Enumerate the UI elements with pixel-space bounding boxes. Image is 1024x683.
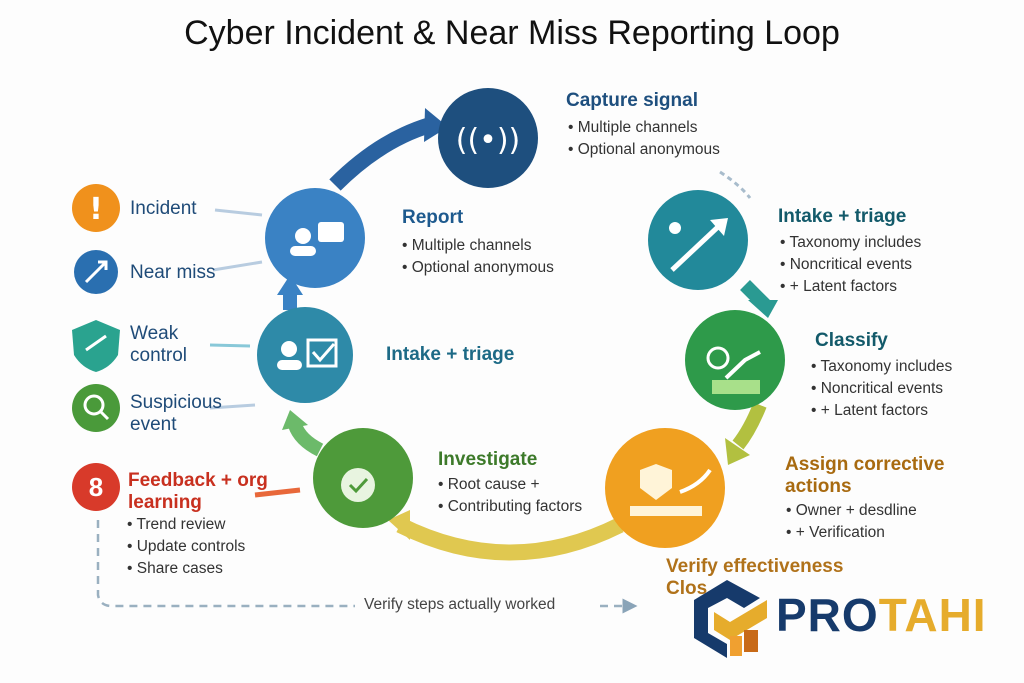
bullet: Root cause + (438, 474, 582, 496)
bullet: + Latent factors (811, 400, 952, 422)
bullet: Taxonomy includes (780, 232, 921, 254)
dashed-capture-link (719, 170, 752, 199)
arrow-classify-to-assign (732, 402, 767, 450)
report-bullets: Multiple channels Optional anonymous (402, 235, 554, 279)
intake-right-bullets: Taxonomy includes Noncritical events + L… (780, 232, 921, 298)
bullet: Noncritical events (811, 378, 952, 400)
bullet: + Latent factors (780, 276, 921, 298)
capture-title: Capture signal (566, 90, 698, 111)
verify-title: Verify effectiveness (666, 556, 844, 577)
bullet: Multiple channels (402, 235, 554, 257)
input-suspicious-event-label: Suspicious event (130, 392, 222, 435)
bullet: Owner + desdline (786, 500, 917, 522)
bullet: Trend review (127, 514, 245, 536)
bullet: Noncritical events (780, 254, 921, 276)
feedback-bullets: Trend review Update controls Share cases (127, 514, 245, 580)
arrowhead (748, 300, 778, 318)
logo-text-pro: PRO (776, 589, 879, 641)
arrowhead (725, 438, 750, 465)
page-title: Cyber Incident & Near Miss Reporting Loo… (184, 14, 840, 52)
input-near-miss-label: Near miss (130, 262, 216, 283)
intake-triage-left-circle (257, 307, 353, 403)
capture-bullets: Multiple channels Optional anonymous (568, 117, 720, 161)
bullet: Multiple channels (568, 117, 720, 139)
intake-right-title: Intake + triage (778, 206, 907, 227)
verify-note: Verify steps actually worked (362, 596, 558, 614)
logo-mark-icon (694, 580, 767, 658)
svg-text:((•)): ((•)) (456, 123, 521, 158)
feedback-number-badge (72, 463, 120, 511)
arrowhead (424, 108, 448, 142)
assign-title: Assign corrective actions (785, 454, 945, 497)
bullet: Share cases (127, 558, 245, 580)
protahi-logo: PROTAHI (692, 578, 1012, 678)
intake-left-title: Intake + triage (386, 344, 515, 365)
classify-bullets: Taxonomy includes Noncritical events + L… (811, 356, 952, 422)
bullet: Optional anonymous (402, 257, 554, 279)
arrowhead (277, 275, 303, 295)
bullet: Taxonomy includes (811, 356, 952, 378)
arrow-report-to-capture (329, 117, 433, 191)
feedback-number: 8 (88, 472, 104, 502)
intake-triage-right-circle (648, 190, 748, 290)
input-incident-label: Incident (130, 198, 197, 219)
investigate-bullets: Root cause + Contributing factors (438, 474, 582, 518)
exclamation-icon (72, 184, 120, 232)
bullet: + Verification (786, 522, 917, 544)
capture-signal-circle (438, 88, 538, 188)
arrow-feedback (254, 487, 301, 498)
assign-bullets: Owner + desdline + Verification (786, 500, 917, 544)
arrow-investigate-to-intake (288, 422, 324, 457)
report-circle (265, 188, 365, 288)
svg-text:!: ! (89, 192, 103, 227)
bullet: Update controls (127, 536, 246, 558)
classify-circle (685, 310, 785, 410)
logo-text-tahi: TAHI (878, 589, 987, 641)
classify-title: Classify (815, 330, 888, 351)
dashed-verify-loop (96, 520, 630, 606)
arrowhead (282, 410, 308, 430)
shield-icon (72, 320, 120, 372)
input-weak-control-label: Weak control (130, 323, 188, 366)
report-title: Report (402, 207, 464, 228)
bullet: Optional anonymous (568, 139, 720, 161)
logo-text: PROTAHI (776, 588, 987, 642)
feedback-title: Feedback + org learning (128, 470, 268, 513)
magnifier-icon (72, 384, 120, 432)
investigate-title: Investigate (438, 449, 538, 470)
bullet: Contributing factors (438, 496, 582, 518)
arrow-assign-to-investigate (396, 517, 624, 561)
verify-title-line2: Clos (666, 578, 708, 599)
